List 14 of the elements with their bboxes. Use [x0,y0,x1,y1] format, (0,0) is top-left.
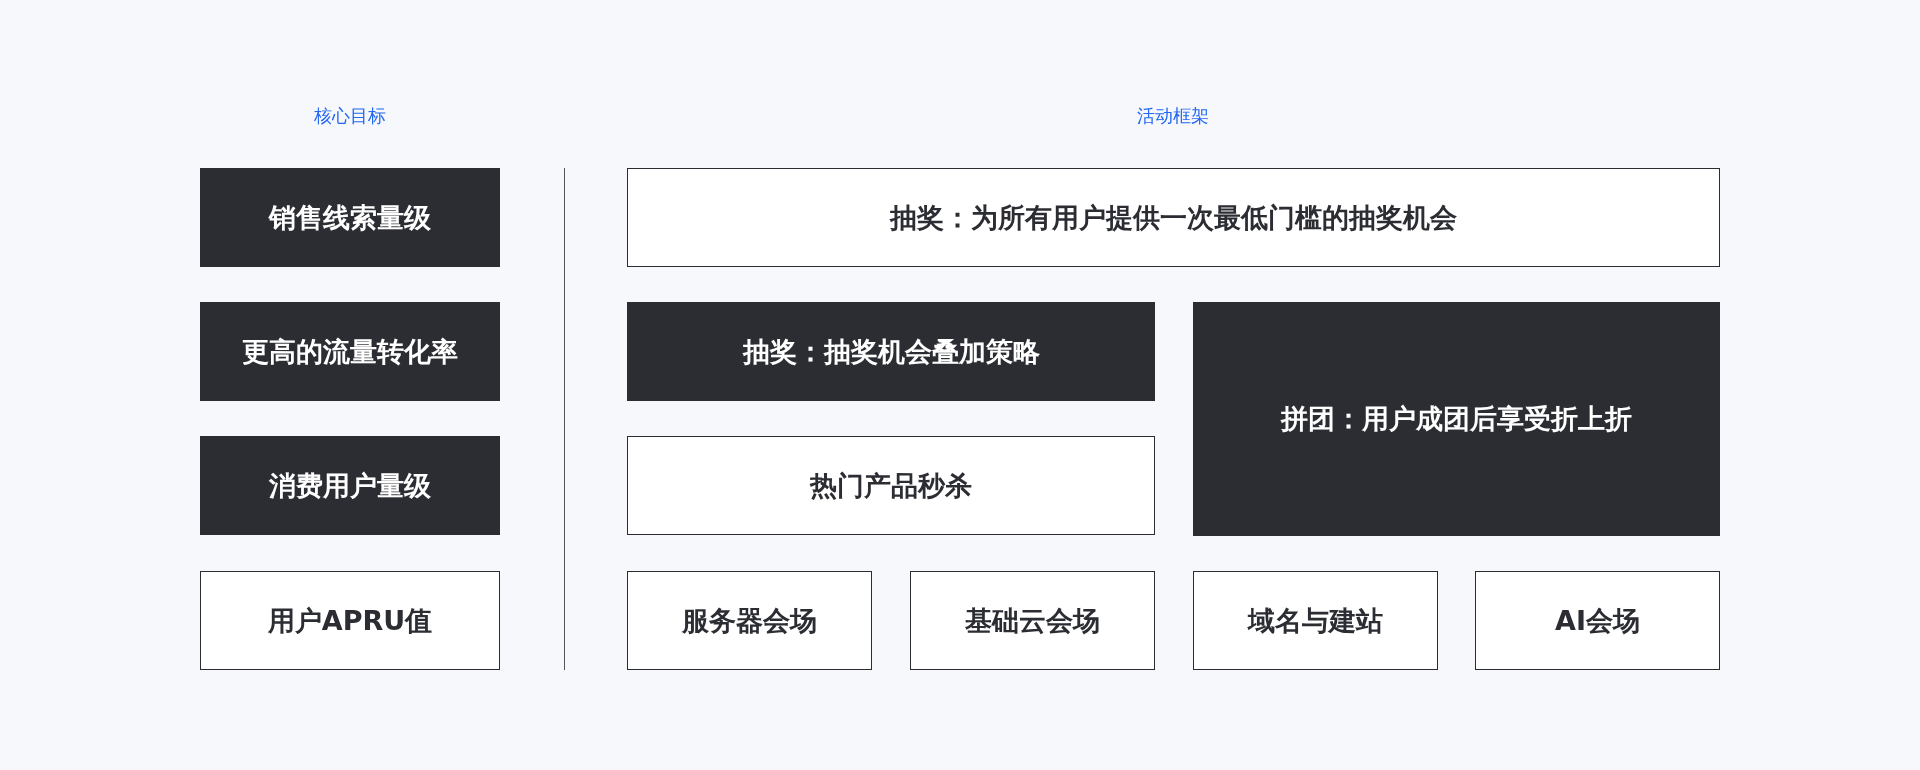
column-heading: 活动框架 [1137,104,1209,128]
dark-box: 更高的流量转化率 [200,302,500,401]
dark-box: 抽奖：抽奖机会叠加策略 [627,302,1155,401]
dark-box: 销售线索量级 [200,168,500,267]
text-box: 服务器会场 [627,571,872,670]
dark-box: 消费用户量级 [200,436,500,535]
dark-box: 拼团：用户成团后享受折上折 [1193,302,1720,536]
column-heading: 核心目标 [314,104,386,128]
text-box: 抽奖：为所有用户提供一次最低门槛的抽奖机会 [627,168,1720,267]
text-box: AI会场 [1475,571,1720,670]
text-box: 域名与建站 [1193,571,1438,670]
text-box: 用户APRU值 [200,571,500,670]
text-box: 基础云会场 [910,571,1155,670]
text-box: 热门产品秒杀 [627,436,1155,535]
